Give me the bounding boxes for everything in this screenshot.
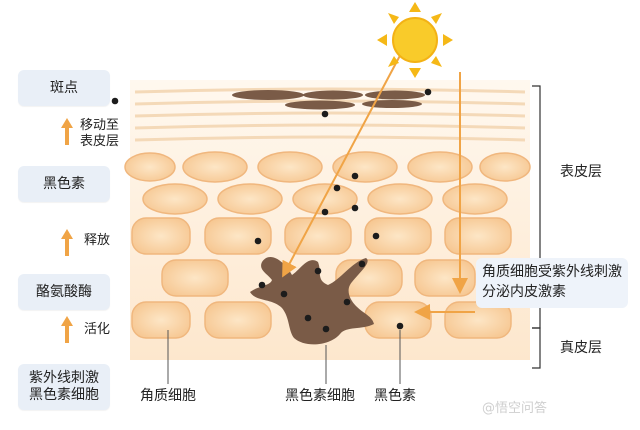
leader-lines [167, 330, 401, 384]
tyrosinase-box: 酪氨酸酶 [18, 274, 110, 310]
move-label: 移动至 表皮层 [80, 118, 119, 150]
melanin-dot [351, 172, 359, 180]
melanin-dots [111, 88, 432, 333]
trigger-line1: 紫外线刺激 [29, 370, 99, 386]
keratinocyte-note: 角质细胞受紫外线刺激 分泌内皮激素 [476, 258, 628, 308]
spot [285, 100, 355, 110]
melanin-box: 黑色素 [18, 166, 110, 202]
trigger-box: 紫外线刺激 黑色素细胞 [18, 364, 110, 410]
spots [232, 90, 425, 110]
melanin-dot [424, 88, 432, 96]
trigger-line2: 黑色素细胞 [29, 387, 99, 403]
uv-arrows [282, 47, 475, 320]
note-line2: 分泌内皮激素 [482, 284, 566, 300]
watermark: @悟空问答 [482, 401, 548, 416]
melanin-dot [358, 260, 366, 268]
spot [303, 90, 363, 100]
melanin-dot [258, 281, 266, 289]
dermis-label: 真皮层 [560, 340, 602, 356]
melanin-dot [280, 290, 288, 298]
layer-brackets [532, 85, 541, 369]
spot [365, 90, 425, 100]
melanin-bottom-label: 黑色素 [374, 388, 416, 404]
melanin-dot [321, 110, 329, 118]
melanin-dot [372, 232, 380, 240]
melanin-dot [304, 314, 312, 322]
tyrosinase-label: 酪氨酸酶 [36, 283, 92, 300]
melanin-dot [314, 267, 322, 275]
keratinocyte-label: 角质细胞 [140, 388, 196, 404]
spot [362, 100, 422, 108]
melanin-dot [343, 298, 351, 306]
release-label: 释放 [84, 233, 111, 248]
move-line1: 移动至 [80, 118, 120, 133]
melanin-label: 黑色素 [43, 175, 85, 192]
keratinocytes [131, 217, 512, 339]
melanocyte-cell [250, 257, 374, 345]
melanocyte-label: 黑色素细胞 [285, 388, 355, 404]
melanin-dot [111, 97, 119, 105]
epidermis-label: 表皮层 [560, 164, 602, 180]
spot-label: 斑点 [50, 79, 78, 96]
note-line1: 角质细胞受紫外线刺激 [482, 264, 622, 280]
spot [232, 90, 304, 100]
melanin-dot [351, 204, 359, 212]
activate-label: 活化 [84, 322, 111, 337]
melanin-dot [333, 184, 341, 192]
flow-arrows [61, 118, 73, 343]
move-line2: 表皮层 [80, 134, 120, 149]
spot-box: 斑点 [18, 70, 110, 106]
melanin-dot [321, 208, 329, 216]
melanin-dot [254, 237, 262, 245]
melanin-dot [322, 325, 330, 333]
sun-icon [377, 2, 453, 78]
melanin-dot [396, 322, 404, 330]
